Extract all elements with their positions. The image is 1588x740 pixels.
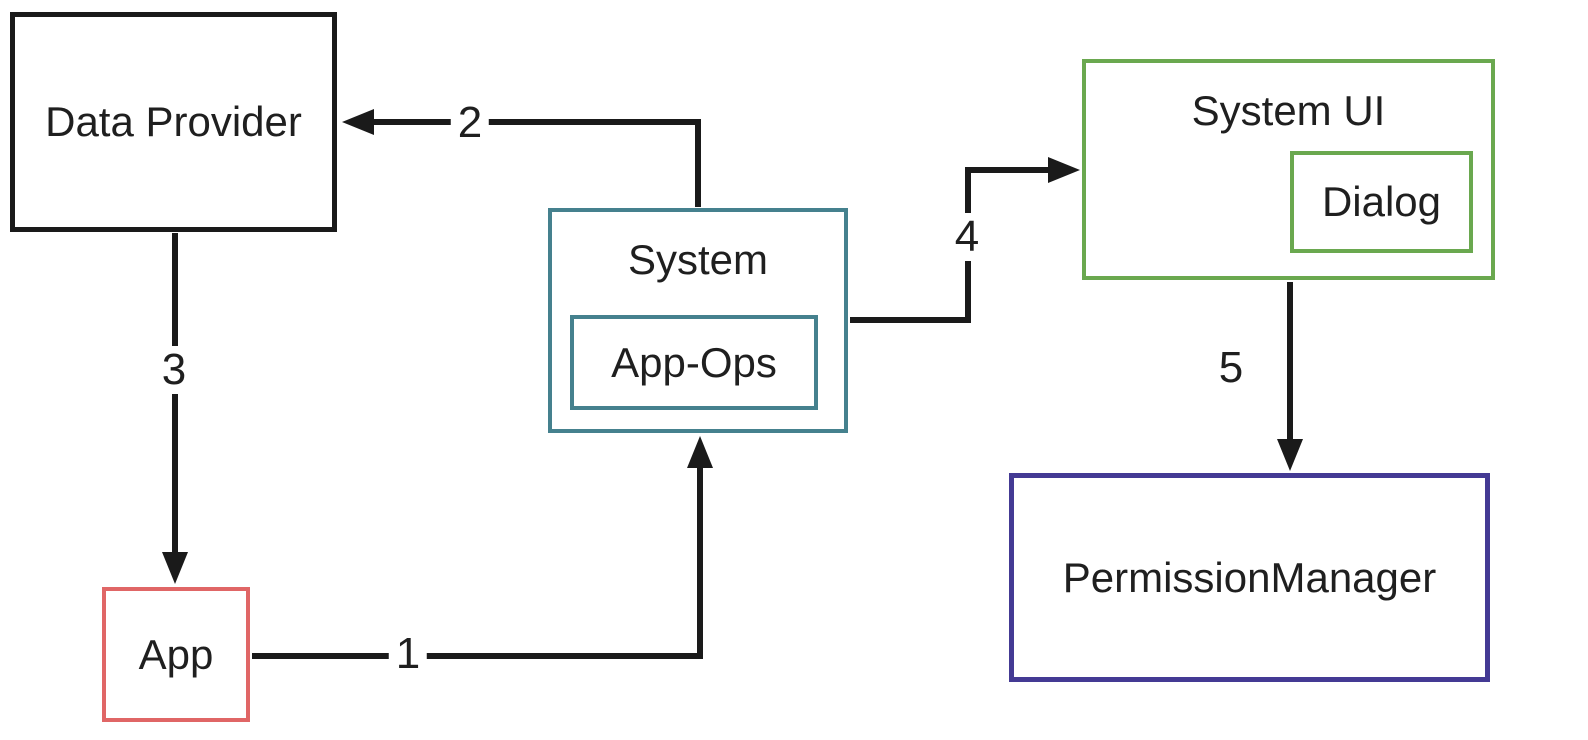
node-system-ui: System UI Dialog <box>1082 59 1495 280</box>
edge-1-line <box>252 452 703 659</box>
edge-1-arrowhead <box>687 436 713 468</box>
edge-5-arrowhead <box>1277 439 1303 471</box>
dialog-label: Dialog <box>1321 178 1442 225</box>
node-dialog: Dialog <box>1290 151 1473 253</box>
system-label: System <box>627 236 769 283</box>
edge-2-arrowhead <box>342 109 374 135</box>
node-permission-manager: PermissionManager <box>1009 473 1490 682</box>
edge-3-arrowhead <box>162 552 188 584</box>
data-provider-label: Data Provider <box>45 98 302 145</box>
edge-5-label: 5 <box>1211 344 1251 392</box>
edge-4-label: 4 <box>947 213 987 261</box>
app-label: App <box>138 630 214 678</box>
edge-2-line <box>358 119 701 207</box>
node-data-provider: Data Provider <box>10 12 337 232</box>
node-system: System App-Ops <box>548 208 848 433</box>
edge-3-label: 3 <box>154 346 194 394</box>
edge-1-label: 1 <box>388 630 428 678</box>
edge-4-arrowhead <box>1048 157 1080 183</box>
permission-manager-label: PermissionManager <box>1062 553 1437 601</box>
node-app-ops: App-Ops <box>570 315 818 410</box>
system-ui-label: System UI <box>1191 87 1386 134</box>
app-ops-label: App-Ops <box>611 338 777 386</box>
edge-2-label: 2 <box>450 99 490 147</box>
node-app: App <box>102 587 250 722</box>
